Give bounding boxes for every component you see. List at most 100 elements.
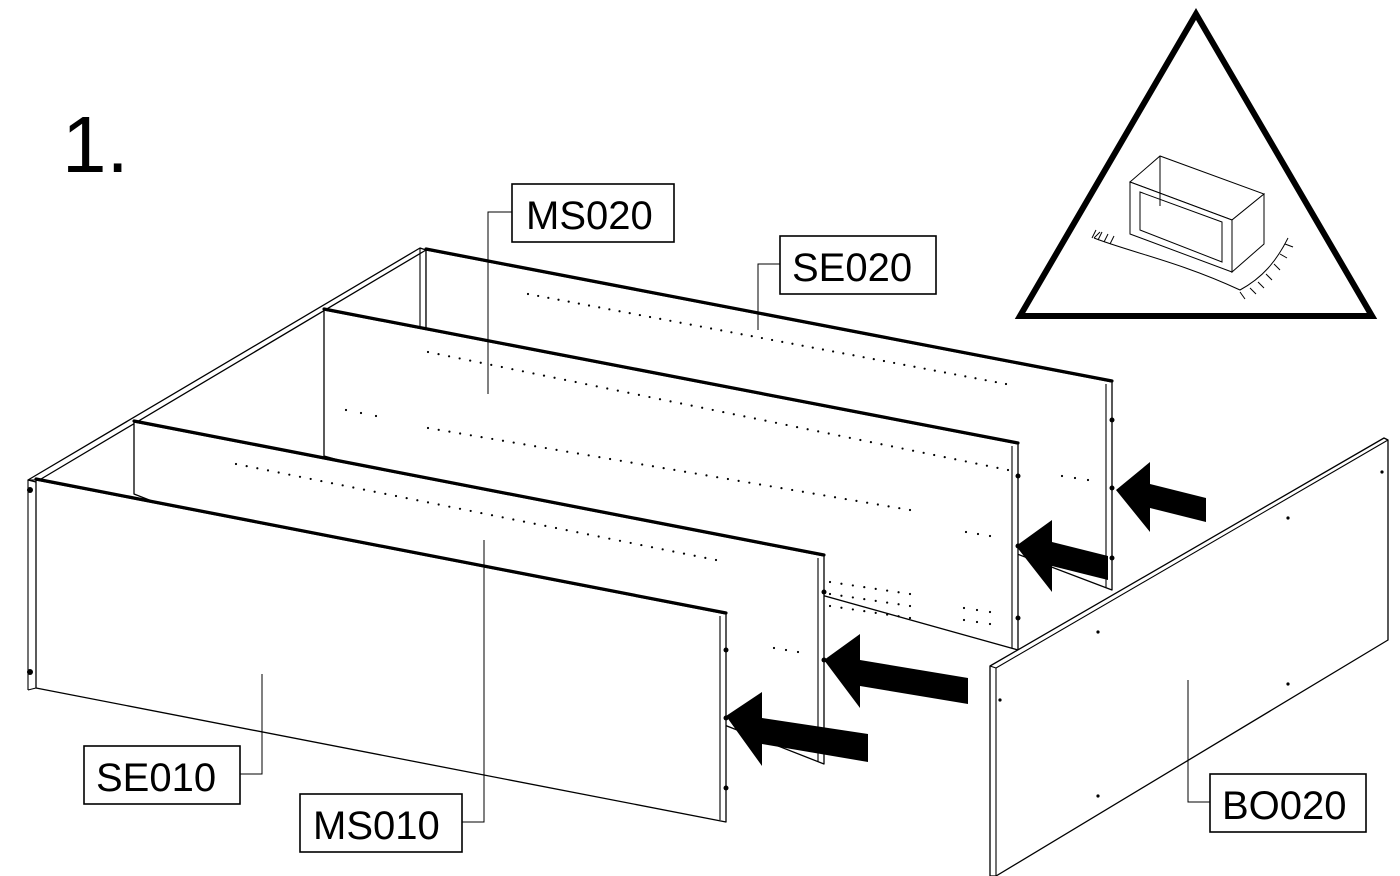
dowel-hole [840, 606, 843, 609]
dowel-hole [650, 546, 654, 549]
dowel-hole [693, 554, 696, 557]
dowel-hole [732, 413, 735, 416]
dowel-hole [627, 391, 630, 394]
dowel-hole [709, 327, 713, 330]
dowel-hole [587, 454, 590, 457]
dowel-hole [874, 599, 877, 602]
dowel-hole [672, 550, 675, 553]
dowel-hole [480, 436, 483, 439]
dowel-hole [772, 646, 776, 650]
dowel-hole [679, 402, 683, 405]
dowel-hole [828, 580, 832, 584]
dowel-hole [964, 375, 967, 378]
dowel-hole [840, 594, 843, 597]
dowel-hole [648, 395, 651, 399]
dowel-hole [743, 415, 746, 418]
dowel-hole [1006, 468, 1010, 472]
dowel-hole [245, 465, 248, 468]
dowel-hole [690, 404, 693, 407]
dowel-hole [532, 372, 535, 375]
dowel-hole [828, 592, 832, 596]
dowel-hole [563, 378, 567, 381]
dowel-hole [705, 474, 708, 477]
dowel-hole [711, 408, 714, 412]
dowel-hole [576, 452, 580, 455]
dowel-hole [704, 556, 707, 559]
step-number: 1. [62, 100, 129, 189]
dowel-hole [352, 486, 355, 489]
dowel-hole [606, 387, 609, 390]
dowel-hole [908, 592, 912, 596]
dowel-hole [437, 353, 440, 356]
dowel-hole [526, 292, 530, 296]
dowel-hole [673, 468, 676, 472]
dowel-hole [699, 325, 702, 328]
dowel-hole [662, 466, 665, 470]
dowel-hole [975, 608, 979, 612]
dowel-hole [256, 467, 259, 470]
dowel-hole [764, 419, 767, 422]
dowel-hole [459, 432, 462, 435]
dowel-hole [838, 434, 841, 437]
dowel-hole [994, 380, 997, 384]
dowel-hole [608, 457, 612, 461]
dowel-hole [988, 534, 992, 538]
dowel-hole [996, 466, 999, 469]
dowel-hole [557, 298, 560, 301]
dowel-hole [630, 461, 633, 464]
dowel-hole [908, 616, 912, 620]
dowel-hole [320, 479, 323, 483]
dowel-hole [1073, 476, 1077, 480]
label-ms020: MS020 [487, 183, 675, 394]
dowel-hole [437, 503, 440, 506]
dowel-hole [874, 611, 877, 614]
dowel-hole [897, 603, 900, 606]
dowel-hole [984, 379, 987, 382]
push-arrow-icon [1116, 462, 1206, 532]
dowel-hole [618, 310, 621, 313]
dowel-hole [619, 459, 622, 462]
dowel-hole [618, 539, 622, 542]
dowel-hole [886, 613, 889, 616]
dowel-hole [976, 532, 980, 536]
dowel-hole [416, 499, 419, 502]
dowel-hole [501, 439, 505, 442]
dowel-hole [923, 367, 926, 370]
dowel-hole [426, 350, 430, 354]
dowel-hole [694, 472, 697, 475]
dowel-hole [748, 481, 751, 484]
dowel-hole [975, 462, 978, 465]
dowel-hole [658, 398, 662, 401]
dowel-hole [964, 530, 968, 534]
dowel-hole [544, 446, 547, 450]
dowel-hole [933, 453, 936, 457]
dowel-hole [962, 606, 966, 610]
dowel-hole [555, 448, 558, 451]
dowel-hole [828, 604, 832, 608]
dowel-hole [722, 410, 725, 414]
dowel-hole [689, 323, 692, 326]
dowel-hole [608, 308, 611, 311]
dowel-hole [574, 380, 577, 384]
dowel-hole [833, 496, 837, 499]
dowel-hole [458, 507, 462, 510]
dowel-hole [669, 319, 672, 322]
dowel-hole [277, 471, 280, 474]
dowel-hole [533, 522, 536, 525]
dowel-hole [597, 535, 600, 538]
dowel-hole [661, 548, 664, 551]
dowel-hole [855, 499, 858, 502]
dowel-hole [862, 356, 865, 359]
dowel-hole [851, 608, 854, 611]
dowel-hole [480, 511, 483, 515]
dowel-hole [903, 363, 906, 366]
dowel-hole [384, 492, 387, 495]
dowel-hole [394, 494, 398, 498]
dowel-hole [943, 371, 947, 374]
dowel-hole [629, 541, 632, 545]
dowel-hole [330, 482, 334, 485]
label-ms010: MS010 [299, 540, 485, 853]
dowel-hole [954, 373, 957, 376]
svg-text:MS020: MS020 [526, 194, 653, 238]
panel-se010 [27, 477, 729, 823]
